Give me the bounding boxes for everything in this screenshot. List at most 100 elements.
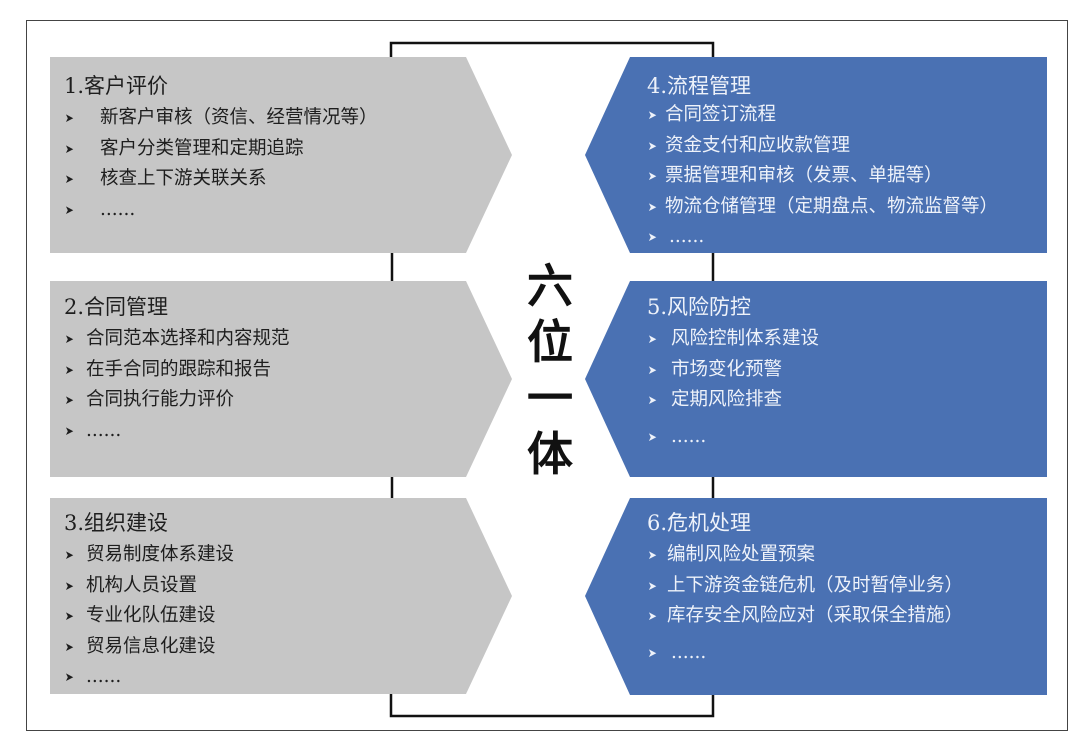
- list-item: ➤ 合同执行能力评价: [64, 385, 290, 416]
- list-item-text: 客户分类管理和定期追踪: [100, 137, 304, 159]
- list-item: ➤编制风险处置预案: [647, 540, 963, 571]
- box-process-management: 4.流程管理 ➤ 合同签订流程 ➤ 资金支付和应收款管理 ➤ 票据管理和审核（发票、单…: [647, 72, 998, 253]
- arrow-bullet-icon: ➤: [647, 108, 657, 122]
- list-item-text: ......: [86, 419, 122, 441]
- list-item-text: 核查上下游关联关系: [100, 168, 267, 189]
- list-item: ➤......: [64, 195, 378, 226]
- box-item-list: ➤ 合同签订流程 ➤ 资金支付和应收款管理 ➤ 票据管理和审核（发票、单据等） ➤ 物流…: [647, 100, 998, 253]
- arrow-bullet-icon: ➤: [64, 670, 74, 684]
- box-6-shape: [585, 498, 1047, 695]
- list-item-text: 上下游资金链危机（及时暂停业务）: [667, 574, 964, 596]
- arrow-bullet-icon: ➤: [647, 393, 657, 407]
- list-item-text: 在手合同的跟踪和报告: [86, 358, 272, 380]
- center-title-char-3: 一: [527, 371, 573, 425]
- list-item: ➤ 贸易信息化建设: [64, 632, 234, 663]
- arrow-bullet-icon: ➤: [64, 172, 74, 186]
- list-item: ➤......: [647, 422, 819, 453]
- center-title-char-4: 体: [527, 427, 573, 481]
- list-item: ➤......: [64, 416, 290, 447]
- arrow-bullet-icon: ➤: [64, 111, 74, 125]
- center-title: 六 位 一 体: [520, 258, 580, 482]
- list-item: ➤合同范本选择和内容规范: [64, 324, 290, 355]
- center-title-char-2: 位: [527, 315, 573, 369]
- list-item: ➤ 物流仓储管理（定期盘点、物流监督等）: [647, 192, 998, 223]
- box-title: 4.流程管理: [647, 74, 752, 98]
- box-item-list: ➤编制风险处置预案 ➤上下游资金链危机（及时暂停业务） ➤库存安全风险应对（采取…: [647, 540, 963, 668]
- arrow-bullet-icon: ➤: [64, 362, 74, 377]
- list-item: ➤ 专业化队伍建设: [64, 601, 234, 632]
- arrow-bullet-icon: ➤: [647, 169, 657, 183]
- list-item-text: ......: [671, 641, 707, 663]
- arrow-bullet-icon: ➤: [64, 548, 74, 562]
- box-title: 1.客户评价: [64, 74, 169, 98]
- list-item: ➤ 定期风险排查: [647, 385, 819, 416]
- list-item-text: 合同执行能力评价: [86, 389, 235, 410]
- arrow-bullet-icon: ➤: [64, 639, 74, 654]
- arrow-bullet-icon: ➤: [64, 393, 74, 407]
- list-item-text: 专业化队伍建设: [86, 605, 216, 626]
- box-1-shape: [50, 57, 512, 253]
- list-item: ➤ 客户分类管理和定期追踪: [64, 134, 378, 165]
- list-item-text: 市场变化预警: [671, 358, 783, 380]
- list-item-text: 贸易信息化建设: [86, 635, 216, 657]
- arrow-bullet-icon: ➤: [647, 609, 657, 623]
- list-item-text: 库存安全风险应对（采取保全措施）: [667, 605, 964, 626]
- list-item: ➤ 市场变化预警: [647, 355, 819, 386]
- list-item-text: ......: [100, 198, 136, 220]
- arrow-bullet-icon: ➤: [647, 138, 657, 153]
- list-item: ➤ 新客户审核（资信、经营情况等）: [64, 103, 378, 134]
- arrow-bullet-icon: ➤: [647, 362, 657, 377]
- list-item-text: 合同签订流程: [665, 104, 777, 125]
- box-crisis-handling: 6.危机处理 ➤编制风险处置预案 ➤上下游资金链危机（及时暂停业务） ➤库存安全…: [647, 509, 963, 668]
- top-bracket: [389, 41, 715, 57]
- arrow-bullet-icon: ➤: [64, 141, 74, 156]
- box-organization-building: 3.组织建设 ➤ 贸易制度体系建设 ➤ 机构人员设置 ➤ 专业化队伍建设 ➤ 贸易信息化…: [64, 509, 234, 693]
- list-item: ➤ 上下游资金链危机（及时暂停业务）: [647, 571, 963, 602]
- box-3-shape: [50, 498, 512, 694]
- box-item-list: ➤ 新客户审核（资信、经营情况等） ➤ 客户分类管理和定期追踪 ➤ 核查上下游关联关系…: [64, 103, 378, 225]
- arrow-bullet-icon: ➤: [64, 609, 74, 623]
- list-item: ➤ 票据管理和审核（发票、单据等）: [647, 161, 998, 192]
- list-item-text: 新客户审核（资信、经营情况等）: [100, 107, 378, 128]
- box-item-list: ➤合同范本选择和内容规范 ➤在手合同的跟踪和报告 ➤合同执行能力评价 ➤....…: [64, 324, 290, 446]
- arrow-bullet-icon: ➤: [647, 429, 657, 444]
- box-contract-management: 2.合同管理 ➤合同范本选择和内容规范 ➤在手合同的跟踪和报告 ➤合同执行能力评…: [64, 293, 290, 446]
- arrow-bullet-icon: ➤: [647, 578, 657, 593]
- list-item-text: 编制风险处置预案: [667, 544, 816, 565]
- arrow-bullet-icon: ➤: [647, 230, 657, 244]
- list-item-text: 资金支付和应收款管理: [665, 134, 851, 156]
- box-5-shape: [585, 281, 1047, 477]
- box-title: 5.风险防控: [647, 295, 752, 319]
- arrow-bullet-icon: ➤: [64, 202, 74, 217]
- list-item-text: 定期风险排查: [671, 389, 783, 410]
- arrow-bullet-icon: ➤: [64, 578, 74, 593]
- box-title: 3.组织建设: [64, 511, 169, 535]
- list-item-text: ......: [671, 425, 707, 447]
- arrow-bullet-icon: ➤: [647, 645, 657, 660]
- list-item-text: 合同范本选择和内容规范: [86, 328, 290, 349]
- list-item: ➤ 贸易制度体系建设: [64, 540, 234, 571]
- box-item-list: ➤风险控制体系建设 ➤ 市场变化预警 ➤ 定期风险排查 ➤......: [647, 324, 819, 452]
- list-item-text: 物流仓储管理（定期盘点、物流监督等）: [665, 195, 999, 217]
- box-title: 2.合同管理: [64, 295, 169, 319]
- list-item-text: 票据管理和审核（发票、单据等）: [665, 165, 943, 186]
- box-customer-evaluation: 1.客户评价 ➤ 新客户审核（资信、经营情况等） ➤ 客户分类管理和定期追踪 ➤ 核查…: [64, 72, 378, 225]
- arrow-bullet-icon: ➤: [64, 423, 74, 438]
- box-item-list: ➤ 贸易制度体系建设 ➤ 机构人员设置 ➤ 专业化队伍建设 ➤ 贸易信息化建设 ➤...…: [64, 540, 234, 693]
- list-item: ➤ 核查上下游关联关系: [64, 164, 378, 195]
- list-item-text: ......: [669, 226, 705, 247]
- list-item-text: 贸易制度体系建设: [86, 544, 235, 565]
- box-title: 6.危机处理: [647, 511, 752, 535]
- list-item-text: ......: [86, 666, 122, 687]
- list-item: ➤ 合同签订流程: [647, 100, 998, 131]
- list-item: ➤......: [64, 662, 234, 693]
- list-item: ➤风险控制体系建设: [647, 324, 819, 355]
- list-item-text: 机构人员设置: [86, 574, 198, 596]
- box-2-shape: [50, 281, 512, 477]
- list-item: ➤......: [647, 222, 998, 253]
- list-item: ➤ 机构人员设置: [64, 571, 234, 602]
- arrow-bullet-icon: ➤: [647, 199, 657, 214]
- bottom-bracket: [389, 694, 715, 718]
- center-title-char-1: 六: [527, 259, 573, 313]
